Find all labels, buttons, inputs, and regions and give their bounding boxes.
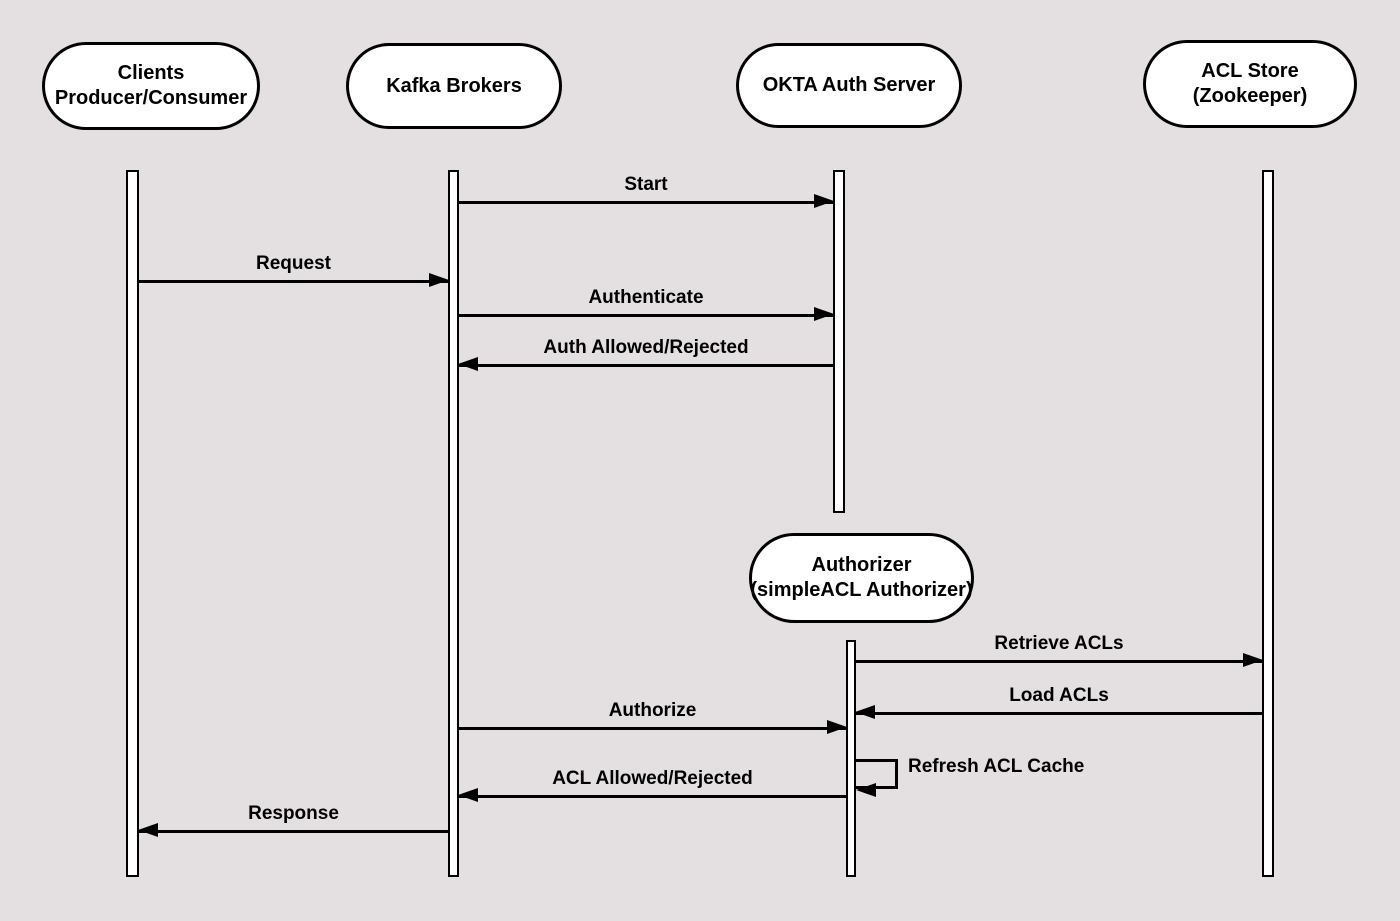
lifeline-okta-auth-server — [833, 170, 845, 513]
actor-acl-store-label: ACL Store (Zookeeper) — [1193, 59, 1307, 109]
actor-label-line1: ACL Store — [1201, 60, 1299, 82]
message-label: Authorize — [608, 700, 697, 721]
actor-authorizer-label: Authorizer (simpleACL Authorizer) — [750, 553, 972, 603]
message-line — [459, 795, 846, 798]
arrowhead-left-icon — [458, 788, 478, 802]
actor-kafka-brokers: Kafka Brokers — [346, 43, 562, 129]
arrowhead-right-icon — [429, 273, 449, 287]
actor-acl-store: ACL Store (Zookeeper) — [1143, 40, 1357, 128]
actor-label-line1: Clients — [117, 62, 185, 84]
actor-label-line2: (Zookeeper) — [1192, 85, 1308, 107]
message-line — [459, 727, 846, 730]
actor-clients: Clients Producer/Consumer — [42, 42, 260, 130]
message-line — [459, 314, 833, 317]
message-line — [459, 364, 833, 367]
self-loop-line — [856, 759, 898, 789]
message-label: Response — [248, 803, 339, 824]
actor-clients-label: Clients Producer/Consumer — [55, 61, 247, 111]
message-label: Refresh ACL Cache — [908, 756, 1085, 777]
arrowhead-left-icon — [856, 783, 876, 797]
message-label: Start — [624, 174, 668, 195]
arrowhead-left-icon — [855, 705, 875, 719]
message-line — [856, 712, 1262, 715]
lifeline-acl-store — [1262, 170, 1274, 877]
message-refresh-acl-cache: Refresh ACL Cache — [856, 756, 1084, 797]
arrowhead-right-icon — [1243, 653, 1263, 667]
message-label: Retrieve ACLs — [994, 633, 1124, 654]
actor-label-line1: Kafka Brokers — [386, 74, 522, 97]
actor-label-line1: OKTA Auth Server — [762, 74, 936, 96]
arrowhead-right-icon — [827, 720, 847, 734]
message-line — [139, 280, 448, 283]
actor-kafka-brokers-label: Kafka Brokers — [386, 74, 522, 99]
arrowhead-right-icon — [814, 194, 834, 208]
lifeline-kafka-brokers — [448, 170, 459, 877]
actor-label-line1: Authorizer — [811, 554, 912, 576]
actor-okta-auth-server: OKTA Auth Server — [736, 43, 962, 128]
actor-okta-auth-server-label: OKTA Auth Server — [763, 73, 936, 98]
arrowhead-left-icon — [458, 357, 478, 371]
message-label: Load ACLs — [1009, 685, 1109, 706]
message-line — [856, 660, 1262, 663]
message-label: Request — [256, 253, 331, 274]
actor-authorizer: Authorizer (simpleACL Authorizer) — [749, 533, 974, 623]
actor-label-line2: Producer/Consumer — [54, 87, 248, 109]
lifeline-authorizer — [846, 640, 856, 877]
message-label: Authenticate — [588, 287, 704, 308]
message-line — [459, 201, 833, 204]
lifeline-clients — [126, 170, 139, 877]
actor-label-line2: (simpleACL Authorizer) — [750, 579, 973, 601]
arrowhead-left-icon — [138, 823, 158, 837]
arrowhead-right-icon — [814, 307, 834, 321]
message-label: Auth Allowed/Rejected — [543, 337, 749, 358]
message-line — [139, 830, 448, 833]
message-label: ACL Allowed/Rejected — [552, 768, 753, 789]
